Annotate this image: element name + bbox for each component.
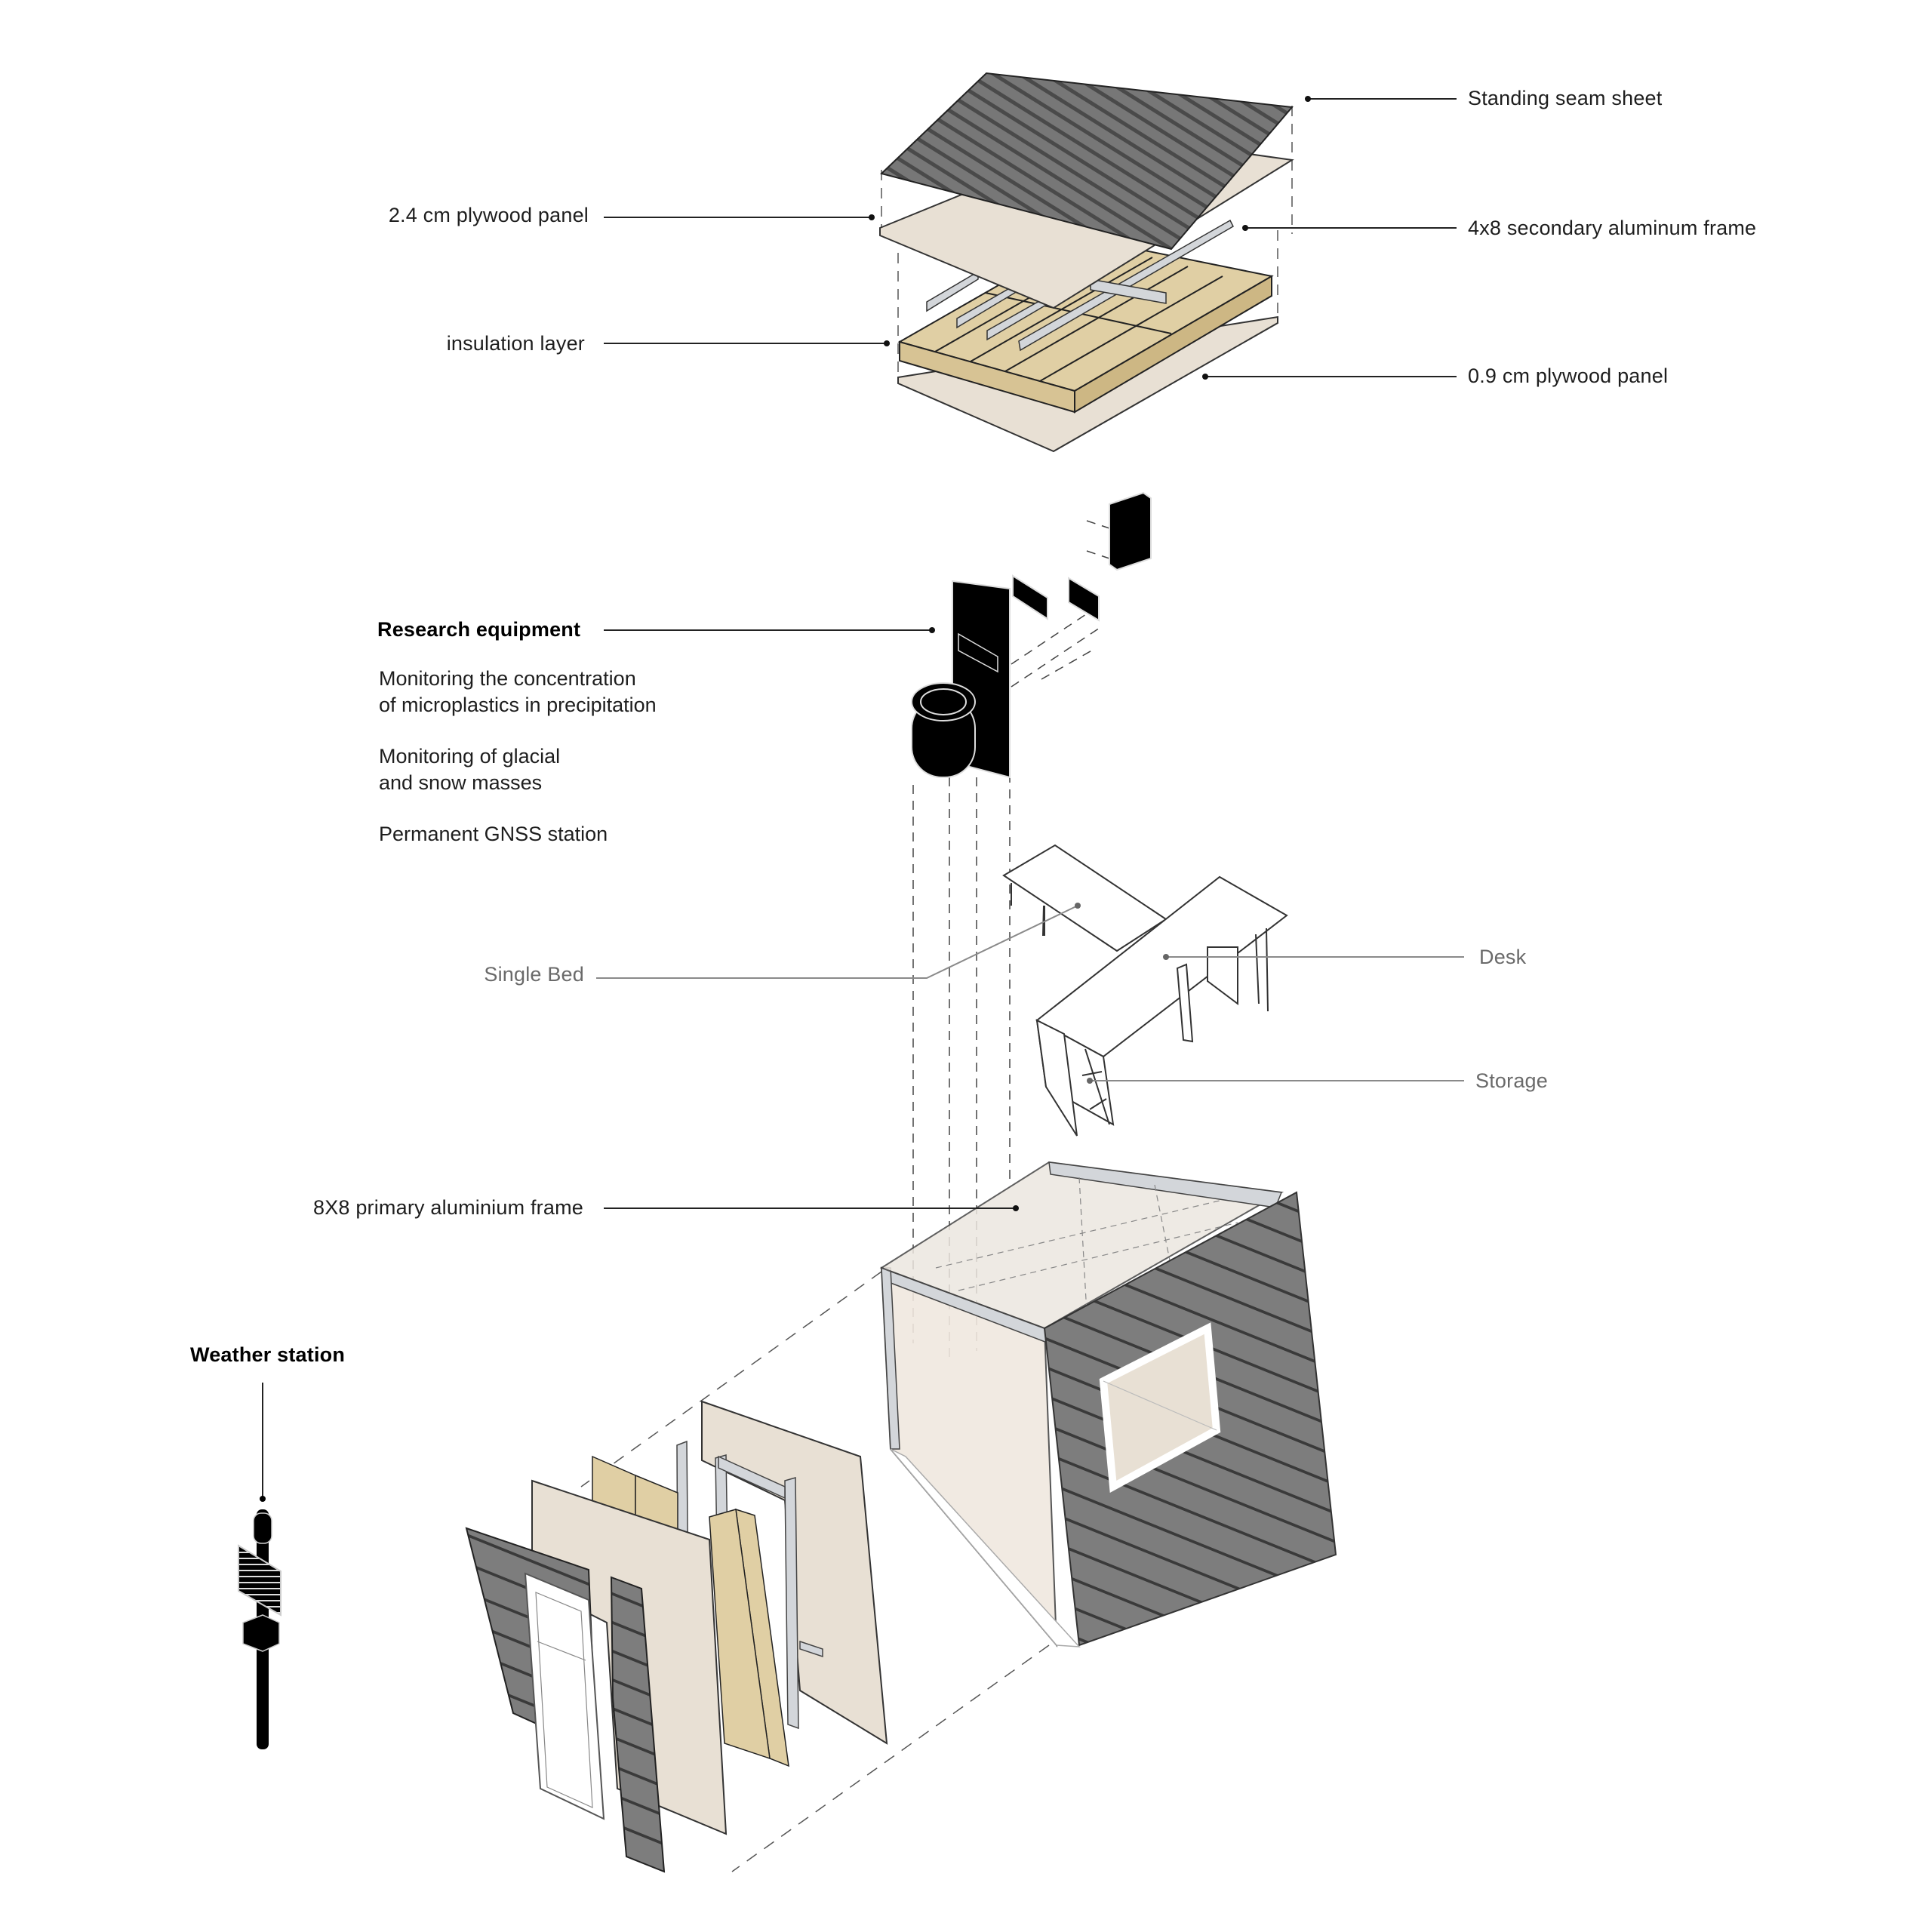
label-single-bed: Single Bed: [484, 963, 584, 986]
label-weather-station: Weather station: [190, 1343, 346, 1366]
front-wall-layers: [465, 1400, 888, 1873]
door: [524, 1572, 605, 1820]
label-research-equipment: Research equipment: [377, 618, 581, 641]
research-item-line: and snow masses: [379, 771, 543, 794]
label-plywood-09: 0.9 cm plywood panel: [1468, 365, 1669, 387]
research-item-line: of microplastics in precipitation: [379, 694, 657, 716]
roof-assembly: [879, 72, 1294, 453]
label-insulation-layer: insulation layer: [446, 332, 585, 355]
insulation-layer-shape: [897, 236, 1274, 414]
research-item-gnss: Permanent GNSS station: [379, 821, 608, 848]
leader-lines: [604, 98, 1457, 1209]
label-storage: Storage: [1475, 1069, 1548, 1092]
weather-station-shape: [238, 1383, 281, 1749]
research-item-line: Monitoring the concentration: [379, 667, 636, 690]
secondary-frame-shape: [926, 219, 1234, 352]
standing-seam-sheet-shape: [880, 72, 1294, 251]
label-secondary-frame: 4x8 secondary aluminum frame: [1468, 217, 1757, 239]
primary-frame-shape: [580, 1161, 1337, 1872]
research-item-microplastics: Monitoring the concentration of micropla…: [379, 666, 657, 718]
research-item-glacial: Monitoring of glacial and snow masses: [379, 743, 560, 796]
label-standing-seam-sheet: Standing seam sheet: [1468, 87, 1663, 109]
label-plywood-24: 2.4 cm plywood panel: [388, 204, 589, 226]
leader-lines-light: [596, 905, 1464, 1081]
label-desk: Desk: [1479, 946, 1527, 968]
research-equipment-shape: [911, 491, 1152, 1358]
research-item-line: Permanent GNSS station: [379, 823, 608, 845]
furniture-shape: [1002, 844, 1288, 1137]
leader-dots: [869, 96, 1311, 1211]
research-item-line: Monitoring of glacial: [379, 745, 561, 768]
label-primary-frame: 8X8 primary aluminium frame: [312, 1196, 583, 1219]
